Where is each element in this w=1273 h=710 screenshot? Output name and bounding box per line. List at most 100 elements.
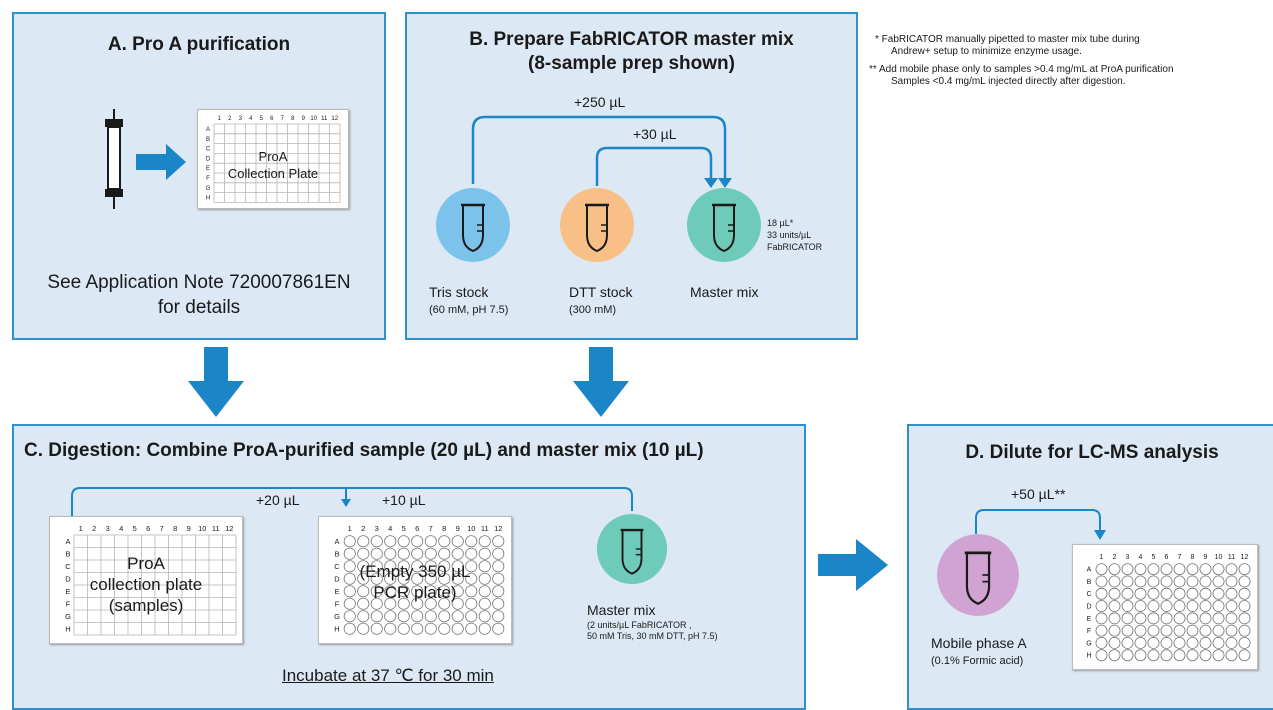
plate-well <box>411 597 424 610</box>
plate-well <box>370 560 383 573</box>
plate-well <box>1121 575 1134 588</box>
plate-well <box>1225 624 1238 637</box>
plate-well <box>1108 600 1121 613</box>
plate-well <box>492 585 505 598</box>
plate-well <box>465 560 478 573</box>
plate-well <box>1199 649 1212 662</box>
plate-column-label: 6 <box>415 524 419 533</box>
tris-tube-icon <box>436 188 510 262</box>
plate-well <box>424 597 437 610</box>
plate-row-label: E <box>1087 616 1092 623</box>
plate-well <box>424 572 437 585</box>
plate-well <box>1225 649 1238 662</box>
plate-column-label: 7 <box>1178 554 1182 561</box>
plate-well <box>1238 636 1251 649</box>
plate-well <box>384 597 397 610</box>
plate-well <box>451 597 464 610</box>
panel-d-title: D. Dilute for LC-MS analysis <box>965 442 1219 463</box>
panel-b: B. Prepare FabRICATOR master mix (8-samp… <box>405 12 858 340</box>
plate-well <box>424 585 437 598</box>
plate-well <box>411 547 424 560</box>
plate-well <box>1173 636 1186 649</box>
plate-well <box>1186 612 1199 625</box>
plate-row-label: D <box>334 574 340 583</box>
plate-column-label: 10 <box>310 116 317 122</box>
plate-row-label: G <box>1086 640 1091 647</box>
plate-row-label: H <box>206 196 210 202</box>
plate-well <box>1134 624 1147 637</box>
plate-well <box>1121 563 1134 576</box>
plate-column-label: 4 <box>1139 554 1143 561</box>
plate-well <box>424 547 437 560</box>
dtt-stock-detail: (300 mM) <box>569 304 617 316</box>
plate-well <box>1147 575 1160 588</box>
plate-well <box>1238 649 1251 662</box>
plate-well <box>451 585 464 598</box>
master-mix-name: Master mix <box>587 602 656 618</box>
plate-column-label: 1 <box>1100 554 1104 561</box>
plate-well <box>1095 624 1108 637</box>
plate-well <box>451 547 464 560</box>
plate-column-label: 7 <box>281 116 285 122</box>
plate-row-label: G <box>65 612 71 621</box>
plate-well <box>343 622 356 635</box>
plate-well <box>411 560 424 573</box>
plate-well <box>1121 624 1134 637</box>
plate-well <box>411 585 424 598</box>
plate-well <box>492 610 505 623</box>
plate-well <box>1199 624 1212 637</box>
plate-well <box>1160 600 1173 613</box>
plate-well <box>1121 600 1134 613</box>
master-mix-tube-icon <box>687 188 761 262</box>
plate-row-label: C <box>1086 591 1091 598</box>
plate-well <box>1199 600 1212 613</box>
plate-well <box>438 585 451 598</box>
arrow-down-icon <box>573 347 629 417</box>
plate-well <box>1147 600 1160 613</box>
plate-well <box>1199 587 1212 600</box>
plate-column-label: 5 <box>133 524 137 533</box>
master-mix-tube-icon <box>596 513 668 585</box>
plate-well <box>478 572 491 585</box>
plate-column-label: 11 <box>212 524 220 533</box>
plate-row-label: A <box>334 537 339 546</box>
plate-column-label: 11 <box>1228 554 1235 561</box>
plate-well <box>370 547 383 560</box>
plate-column-label: 2 <box>228 116 232 122</box>
tris-stock-detail: (60 mM, pH 7.5) <box>429 304 509 316</box>
plate-well <box>465 610 478 623</box>
plate-label-line-3: (samples) <box>108 596 184 615</box>
plate-well <box>1186 624 1199 637</box>
plate-well <box>1173 600 1186 613</box>
plate-well <box>357 585 370 598</box>
plate-well <box>438 597 451 610</box>
plate-column-label: 3 <box>239 116 243 122</box>
plate-label-line-1: ProA <box>127 554 165 573</box>
plate-column-label: 2 <box>361 524 365 533</box>
plate-well <box>1173 575 1186 588</box>
plate-well <box>465 597 478 610</box>
plate-well <box>357 610 370 623</box>
plate-well <box>411 535 424 548</box>
plate-well <box>1160 624 1173 637</box>
arrow-down-icon <box>188 347 244 417</box>
panel-a-title: A. Pro A purification <box>107 34 291 55</box>
plate-well <box>465 547 478 560</box>
plate-column-label: 12 <box>331 116 338 122</box>
enzyme-concentration: 33 units/µL <box>767 230 812 240</box>
plate-column-label: 8 <box>291 116 295 122</box>
master-mix-name: Master mix <box>690 284 759 300</box>
panel-c-title: C. Digestion: Combine ProA-purified samp… <box>24 440 704 461</box>
plate-well <box>397 572 410 585</box>
plate-well <box>370 597 383 610</box>
plate-row-label: D <box>65 574 71 583</box>
plate-well <box>1212 624 1225 637</box>
plate-well <box>1199 636 1212 649</box>
plate-well <box>1147 563 1160 576</box>
panel-a-description-line-1: See Application Note 720007861EN <box>47 272 351 293</box>
